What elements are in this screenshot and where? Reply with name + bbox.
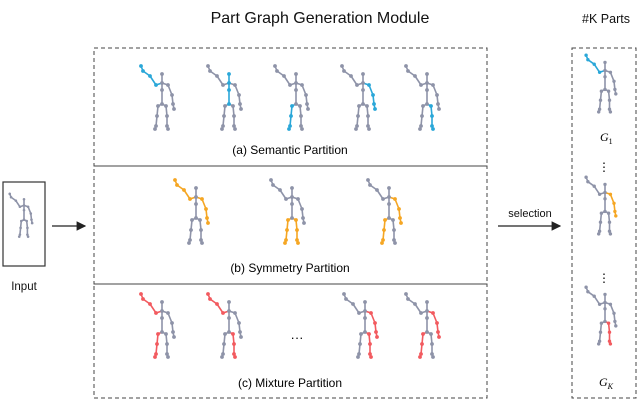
mixture-partition-box <box>93 283 488 399</box>
input-label: Input <box>11 281 37 293</box>
semantic-skeleton-4 <box>340 64 377 131</box>
mixture-ellipsis: ··· <box>291 330 304 345</box>
output-label-gk-sub: K <box>607 382 614 391</box>
output-parts-box <box>571 47 637 399</box>
mixture-skeleton-4 <box>404 292 441 359</box>
semantic-partition-label: (a) Semantic Partition <box>232 143 347 157</box>
semantic-skeleton-2 <box>206 64 243 131</box>
output-label-gk-letter: G <box>599 375 608 389</box>
input-skeleton-box <box>2 181 46 267</box>
mixture-partition-label: (c) Mixture Partition <box>238 376 342 390</box>
semantic-skeleton-1 <box>139 64 176 131</box>
symmetry-skeleton-3 <box>366 178 403 245</box>
mixture-skeleton-2 <box>206 292 243 359</box>
selection-label: selection <box>508 208 552 220</box>
output-skeleton-1 <box>584 53 618 114</box>
output-label-gk: GK <box>599 375 614 391</box>
output-ellipsis-2: ⋮ <box>598 271 610 285</box>
output-skeleton-3 <box>584 285 618 346</box>
mixture-skeleton-1 <box>139 292 176 359</box>
input-skeleton <box>8 192 34 238</box>
symmetry-skeleton-1 <box>173 178 210 245</box>
module-title: Part Graph Generation Module <box>210 10 430 27</box>
output-label-g1-sub: 1 <box>609 137 613 146</box>
symmetry-partition-label: (b) Symmetry Partition <box>230 261 349 275</box>
output-skeleton-2 <box>584 175 618 236</box>
k-parts-header: #K Parts <box>582 12 630 26</box>
mixture-skeleton-3 <box>342 292 379 359</box>
semantic-skeleton-3 <box>273 64 310 131</box>
semantic-skeleton-5 <box>404 64 441 131</box>
output-label-g1: G1 <box>600 130 613 146</box>
symmetry-skeleton-2 <box>269 178 306 245</box>
output-label-g1-letter: G <box>600 130 609 144</box>
output-ellipsis-1: ⋮ <box>598 160 610 174</box>
